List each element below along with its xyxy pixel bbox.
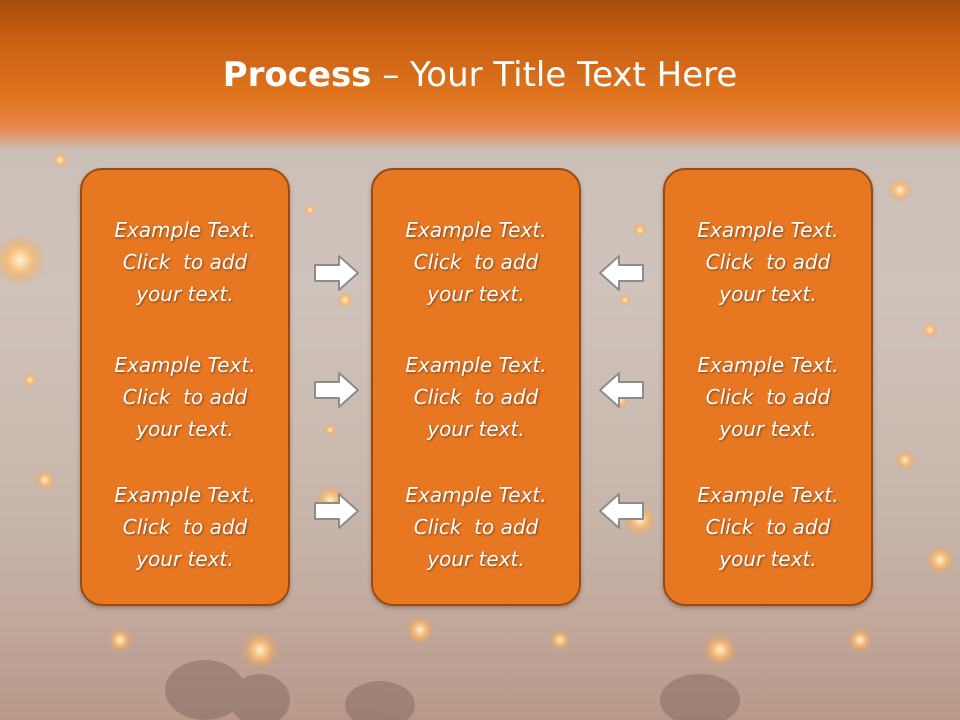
text-line: Example Text. xyxy=(697,218,839,242)
text-block[interactable]: Example Text. Click to add your text. xyxy=(373,349,579,445)
process-box-left[interactable]: Example Text. Click to add your text. Ex… xyxy=(80,168,290,606)
text-line: your text. xyxy=(136,417,234,441)
text-line: Click to add xyxy=(122,515,248,539)
text-block[interactable]: Example Text. Click to add your text. xyxy=(82,214,288,310)
text-line: Example Text. xyxy=(114,218,256,242)
text-block[interactable]: Example Text. Click to add your text. xyxy=(82,349,288,445)
text-block[interactable]: Example Text. Click to add your text. xyxy=(373,214,579,310)
header-bar xyxy=(0,0,960,150)
left-arrow-icon xyxy=(599,372,644,408)
text-line: Example Text. xyxy=(114,353,256,377)
left-arrow-icon xyxy=(599,255,644,291)
text-line: Example Text. xyxy=(697,483,839,507)
text-line: your text. xyxy=(719,282,817,306)
title-bold-text: Process xyxy=(222,55,372,95)
text-line: your text. xyxy=(427,282,525,306)
text-line: your text. xyxy=(136,282,234,306)
text-block[interactable]: Example Text. Click to add your text. xyxy=(665,214,871,310)
text-block[interactable]: Example Text. Click to add your text. xyxy=(82,479,288,575)
text-line: Click to add xyxy=(413,250,539,274)
slide-title[interactable]: Process – Your Title Text Here xyxy=(0,52,960,98)
text-line: Click to add xyxy=(122,250,248,274)
text-line: your text. xyxy=(427,547,525,571)
text-line: Click to add xyxy=(413,515,539,539)
text-line: Example Text. xyxy=(114,483,256,507)
text-line: Click to add xyxy=(413,385,539,409)
text-line: Example Text. xyxy=(405,353,547,377)
text-block[interactable]: Example Text. Click to add your text. xyxy=(665,479,871,575)
text-line: Example Text. xyxy=(405,483,547,507)
text-line: Click to add xyxy=(705,515,831,539)
text-line: your text. xyxy=(719,547,817,571)
process-box-center[interactable]: Example Text. Click to add your text. Ex… xyxy=(371,168,581,606)
text-block[interactable]: Example Text. Click to add your text. xyxy=(373,479,579,575)
text-line: Click to add xyxy=(705,385,831,409)
text-block[interactable]: Example Text. Click to add your text. xyxy=(665,349,871,445)
right-arrow-icon xyxy=(314,255,359,291)
text-line: your text. xyxy=(427,417,525,441)
text-line: Click to add xyxy=(705,250,831,274)
right-arrow-icon xyxy=(314,493,359,529)
title-rest-text: – Your Title Text Here xyxy=(371,55,738,95)
text-line: Example Text. xyxy=(697,353,839,377)
text-line: your text. xyxy=(719,417,817,441)
process-box-right[interactable]: Example Text. Click to add your text. Ex… xyxy=(663,168,873,606)
right-arrow-icon xyxy=(314,372,359,408)
text-line: your text. xyxy=(136,547,234,571)
text-line: Example Text. xyxy=(405,218,547,242)
left-arrow-icon xyxy=(599,493,644,529)
text-line: Click to add xyxy=(122,385,248,409)
